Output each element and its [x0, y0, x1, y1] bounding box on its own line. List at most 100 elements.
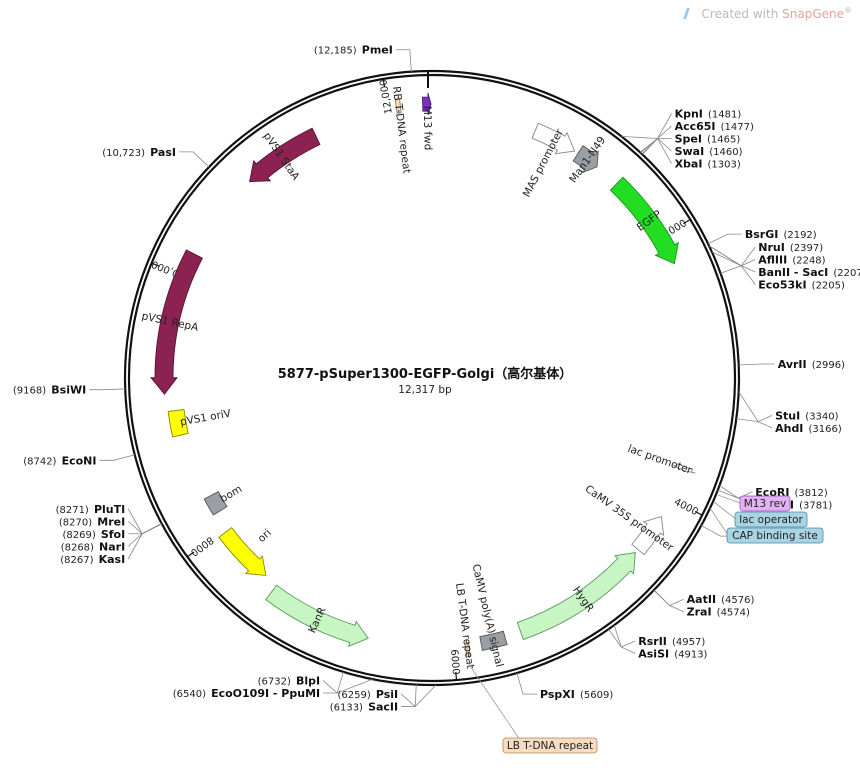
- tick-mark: [152, 262, 160, 267]
- feature-camv-polya: [479, 630, 508, 651]
- site-leader-line: [127, 523, 162, 547]
- site-leader-line: [653, 589, 684, 613]
- site-name: RsrII: [638, 635, 667, 648]
- site-leader-line: [178, 151, 210, 168]
- feature-pvs1-stea: [249, 127, 321, 183]
- tick-mark: [683, 219, 690, 225]
- cap-binding-label: CAP binding site: [732, 530, 818, 542]
- site-name: AhdI: [775, 422, 803, 435]
- site-leader-line: [641, 125, 672, 155]
- tick-mark: [694, 510, 702, 516]
- restriction-site-label: (8270) MreI: [59, 510, 125, 529]
- feature-label-bom: bom: [218, 483, 244, 505]
- site-position: (2248): [792, 256, 825, 267]
- site-position: (6732): [258, 677, 291, 688]
- site-name: XbaI: [675, 158, 703, 171]
- credit-brand: SnapGene: [782, 7, 844, 21]
- site-name: ZraI: [687, 606, 712, 619]
- snapgene-credit: Created with SnapGene®: [682, 6, 852, 21]
- site-name: EcoNI: [62, 454, 97, 467]
- site-position: (3340): [805, 411, 838, 422]
- tick-label: 4000: [672, 497, 700, 518]
- feature-label-ori: ori: [256, 527, 274, 545]
- site-leader-line: [642, 113, 672, 155]
- site-position: (4957): [672, 637, 705, 648]
- site-name: SpeI: [675, 133, 702, 146]
- site-name: SacII: [368, 701, 398, 714]
- cap-binding-box: [726, 527, 824, 544]
- site-name: EcoO109I - PpuMI: [211, 687, 320, 700]
- restriction-site-label: (8269) SfoI: [62, 523, 125, 542]
- lb-repeat-label: LB T-DNA repeat: [507, 740, 593, 752]
- site-position: (10,723): [102, 148, 145, 159]
- tick-mark: [382, 79, 386, 87]
- site-position: (12,185): [314, 46, 357, 57]
- site-leader-line: [127, 523, 163, 559]
- feature-label-m13-fwd: M13 fwd: [421, 106, 434, 151]
- site-name: AflIII: [758, 254, 787, 267]
- site-leader-line: [707, 233, 742, 245]
- restriction-site-label: Eco53kI (2205): [758, 274, 845, 293]
- site-name: NarI: [99, 540, 125, 553]
- site-name: AatII: [687, 593, 716, 606]
- restriction-site-label: RsrII (4957): [638, 630, 705, 649]
- restriction-site-label: BanII - SacI (2207): [758, 261, 860, 280]
- site-position: (1303): [708, 160, 741, 171]
- site-leader-line: [711, 251, 756, 267]
- site-leader-line: [738, 363, 775, 366]
- site-position: (2207): [833, 268, 860, 279]
- site-name: BsiWI: [51, 384, 86, 397]
- site-position: (2996): [812, 360, 845, 371]
- site-name: MreI: [97, 515, 125, 528]
- site-name: BlpI: [296, 675, 320, 688]
- lb-repeat-box: [502, 737, 598, 754]
- site-leader-line: [395, 49, 412, 72]
- feature-label-rb-tdna: RB T-DNA repeat: [390, 86, 413, 175]
- site-position: (4574): [717, 608, 750, 619]
- site-name: PsiI: [376, 688, 398, 701]
- tick-mark: [187, 551, 195, 557]
- site-leader-line: [653, 589, 684, 606]
- credit-prefix: Created with: [701, 7, 783, 21]
- site-position: (1460): [709, 147, 742, 158]
- site-name: NruI: [758, 241, 785, 254]
- plasmid-length: 12,317 bp: [398, 384, 452, 396]
- site-position: (3812): [795, 488, 828, 499]
- site-position: (4913): [674, 649, 707, 660]
- restriction-site-label: (9168) BsiWI: [13, 379, 86, 398]
- site-name: BsrGI: [745, 228, 778, 241]
- site-leader-line: [613, 624, 636, 654]
- restriction-site-label: BsrGI (2192): [745, 223, 817, 242]
- site-position: (8270): [59, 517, 92, 528]
- site-name: StuI: [775, 409, 800, 422]
- restriction-site-label: AflIII (2248): [758, 249, 825, 268]
- site-position: (2192): [783, 230, 816, 241]
- site-name: KpnI: [675, 108, 703, 121]
- restriction-site-label: (8271) PluTI: [56, 498, 126, 517]
- site-name: Eco53kI: [758, 279, 806, 292]
- site-name: AvrII: [778, 358, 807, 371]
- site-name: SwaI: [675, 145, 705, 158]
- site-position: (1465): [707, 135, 740, 146]
- site-leader-line: [323, 678, 373, 694]
- site-position: (1481): [708, 110, 741, 121]
- site-position: (2397): [790, 243, 823, 254]
- restriction-site-label: SpeI (1465): [675, 128, 741, 147]
- site-name: PluTI: [94, 503, 125, 516]
- restriction-site-label: (6133) SacII: [330, 696, 398, 715]
- lac-operator-box: [734, 511, 808, 528]
- credit-mark: ®: [844, 6, 852, 15]
- sites-layer: (12,185) PmeI(10,723) PasI(9168) BsiWI(8…: [13, 44, 860, 715]
- feature-m13-fwd: [421, 92, 432, 116]
- feature-man1-n49: [572, 145, 599, 174]
- site-position: (5609): [580, 690, 613, 701]
- site-position: (1477): [721, 122, 754, 133]
- restriction-site-label: (6732) BlpI: [258, 670, 320, 689]
- restriction-site-label: NruI (2397): [758, 236, 823, 255]
- restriction-site-label: (6540) EcoO109I - PpuMI: [173, 682, 320, 701]
- site-name: KasI: [99, 553, 126, 566]
- restriction-site-label: StuI (3340): [775, 404, 839, 423]
- site-leader-line: [127, 520, 162, 535]
- site-name: BanII - SacI: [758, 266, 828, 279]
